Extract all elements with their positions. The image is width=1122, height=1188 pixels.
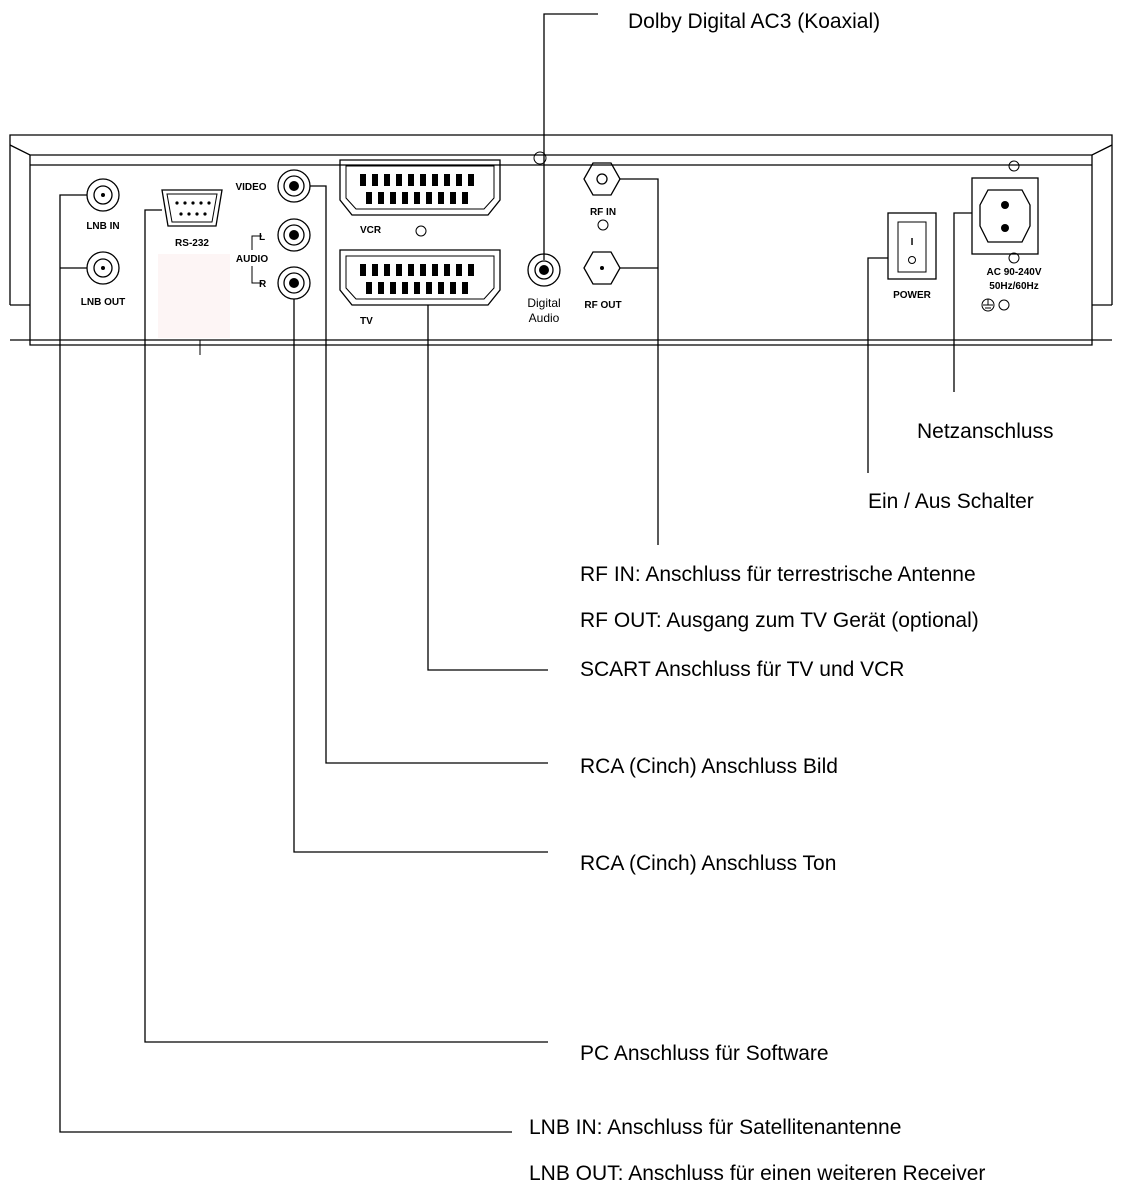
audio-l-label: L <box>259 232 265 243</box>
lnb-out-connector <box>86 251 120 285</box>
lnb-out-label: LNB OUT <box>81 297 125 308</box>
rf-out-connector <box>583 251 621 285</box>
callout-pc: PC Anschluss für Software <box>580 1042 829 1065</box>
callout-scart: SCART Anschluss für TV und VCR <box>580 658 904 681</box>
audio-l-rca-jack <box>277 218 311 252</box>
ac-frequency-label: 50Hz/60Hz <box>989 281 1038 292</box>
scart-tv-pins <box>360 264 474 294</box>
power-label: POWER <box>893 290 932 301</box>
scart-tv-connector <box>339 249 501 306</box>
callout-netzanschluss: Netzanschluss <box>917 420 1054 443</box>
lnb-in-label: LNB IN <box>86 221 119 232</box>
callout-lnb-out: LNB OUT: Anschluss für einen weiteren Re… <box>529 1162 985 1185</box>
audio-r-rca-jack <box>277 266 311 300</box>
rf-in-label: RF IN <box>590 207 616 218</box>
audio-bracket <box>251 235 262 284</box>
ac-indicator-top <box>1008 160 1020 172</box>
ground-symbol <box>981 298 995 312</box>
device-housing <box>9 134 1113 346</box>
lnb-in-connector <box>86 178 120 212</box>
rf-out-label: RF OUT <box>584 300 621 311</box>
rf-in-connector <box>583 162 621 196</box>
callout-ein-aus-schalter: Ein / Aus Schalter <box>868 490 1034 513</box>
rs232-label: RS-232 <box>175 238 209 249</box>
video-rca-jack <box>277 169 311 203</box>
scart-vcr-connector <box>339 159 501 216</box>
vcr-label: VCR <box>360 225 382 236</box>
callout-lnb-in: LNB IN: Anschluss für Satellitenantenne <box>529 1116 901 1139</box>
ac-indicator-bottom <box>1008 252 1020 264</box>
video-label: VIDEO <box>235 182 266 193</box>
ac-power-socket <box>971 177 1039 255</box>
callout-rf-out: RF OUT: Ausgang zum TV Gerät (optional) <box>580 609 979 632</box>
ac-voltage-label: AC 90-240V <box>986 267 1041 278</box>
power-switch-on-mark: I <box>911 237 914 248</box>
audio-r-label: R <box>259 279 267 290</box>
scart-vcr-pins <box>360 174 474 204</box>
audio-label: AUDIO <box>236 254 268 265</box>
callout-rca-ton: RCA (Cinch) Anschluss Ton <box>580 852 836 875</box>
power-switch <box>887 212 937 280</box>
callout-rca-bild: RCA (Cinch) Anschluss Bild <box>580 755 838 778</box>
leader-lines <box>59 13 972 1133</box>
rs232-connector <box>161 189 223 227</box>
digital-audio-label-line2: Audio <box>529 311 560 325</box>
callout-rf-in: RF IN: Anschluss für terrestrische Anten… <box>580 563 976 586</box>
rs232-blank-area <box>158 254 230 338</box>
digital-audio-label-line1: Digital <box>527 296 560 310</box>
tv-label: TV <box>360 316 373 327</box>
callout-dolby-digital: Dolby Digital AC3 (Koaxial) <box>628 10 880 33</box>
